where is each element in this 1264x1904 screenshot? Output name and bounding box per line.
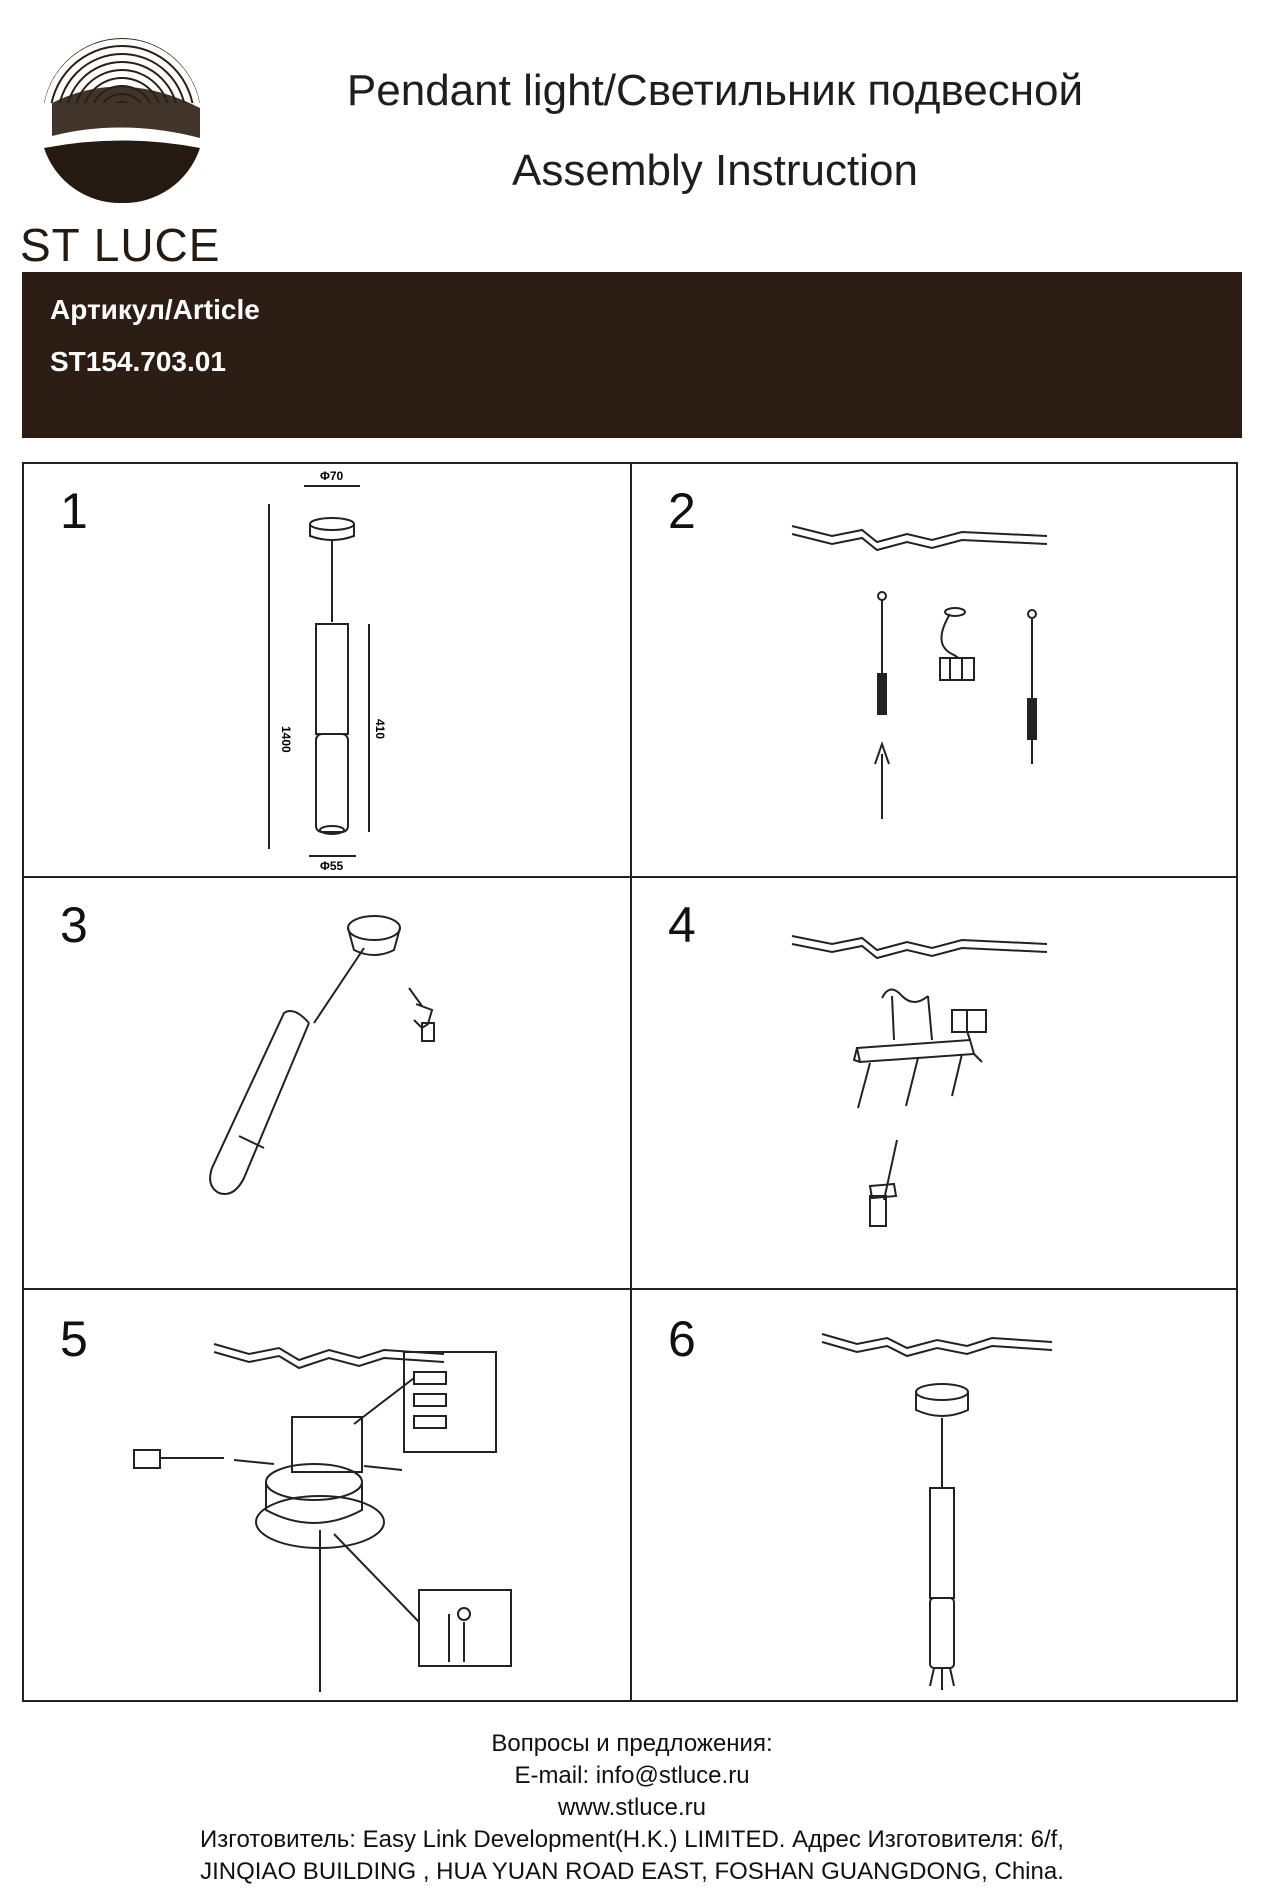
step-4: 4 xyxy=(632,878,1238,1290)
steps-grid: 1 Φ70 Φ55 1400 410 2 xyxy=(22,462,1238,1702)
step-number: 6 xyxy=(668,1311,696,1367)
dim-canopy: Φ70 xyxy=(320,469,344,483)
step-5: 5 xyxy=(24,1292,630,1704)
step-4-illustration xyxy=(791,935,1048,1227)
step-3: 3 xyxy=(24,878,630,1290)
step-3-illustration xyxy=(209,915,435,1195)
footer: Вопросы и предложения: E-mail: info@stlu… xyxy=(0,1728,1264,1888)
brand-name: ST LUCE xyxy=(20,219,221,271)
step-2-illustration xyxy=(791,525,1048,819)
brand-logo xyxy=(44,38,200,204)
step-number: 5 xyxy=(60,1311,88,1367)
footer-website[interactable]: www.stluce.ru xyxy=(557,1794,707,1821)
footer-address: JINQIAO BUILDING , HUA YUAN ROAD EAST, F… xyxy=(200,1858,1064,1885)
page-subtitle: Assembly Instruction xyxy=(512,146,918,195)
page-title: Pendant light/Светильник подвесной xyxy=(346,66,1084,115)
step-1-illustration: Φ70 Φ55 1400 410 xyxy=(268,469,387,873)
grid-divider-vertical xyxy=(630,464,632,1700)
step-5-illustration xyxy=(133,1343,512,1692)
step-number: 3 xyxy=(60,897,88,953)
article-label: Артикул/Article xyxy=(50,294,260,325)
article-banner: Артикул/Article ST154.703.01 xyxy=(22,272,1242,438)
step-number: 4 xyxy=(668,897,696,953)
grid-divider-horizontal xyxy=(24,1288,1236,1290)
step-6-illustration xyxy=(821,1333,1053,1690)
footer-questions: Вопросы и предложения: xyxy=(491,1730,773,1757)
dim-body: 410 xyxy=(373,719,387,739)
dim-total: 1400 xyxy=(279,726,293,753)
step-number: 1 xyxy=(60,483,88,539)
step-6: 6 xyxy=(632,1292,1238,1704)
step-number: 2 xyxy=(668,483,696,539)
article-value: ST154.703.01 xyxy=(50,346,226,377)
grid-divider-horizontal xyxy=(24,876,1236,878)
footer-email[interactable]: E-mail: info@stluce.ru xyxy=(514,1762,750,1789)
dim-tube: Φ55 xyxy=(320,859,344,873)
step-2: 2 xyxy=(632,464,1238,876)
footer-manufacturer: Изготовитель: Easy Link Development(H.K.… xyxy=(200,1826,1064,1853)
step-1: 1 Φ70 Φ55 1400 410 xyxy=(24,464,630,876)
